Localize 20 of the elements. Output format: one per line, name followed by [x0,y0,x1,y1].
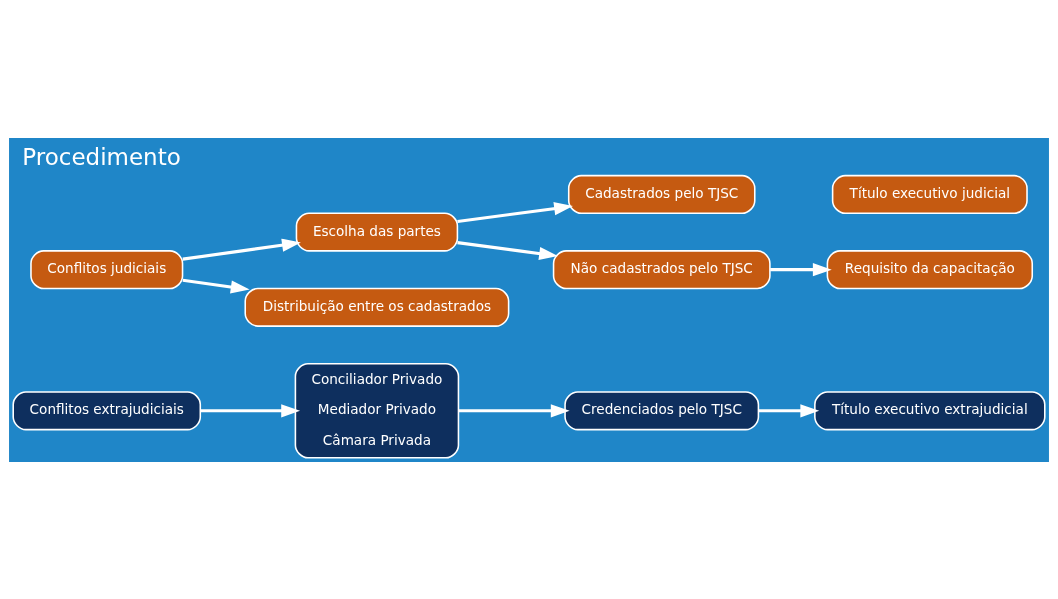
arrow [758,403,820,417]
node-box: Credenciados pelo TJSC [564,390,760,430]
node-box: Requisito da capacitação [826,249,1034,289]
node-box: Título executivo judicial [831,174,1028,214]
arrow [458,403,570,417]
arrow [457,240,558,260]
arrow [182,238,301,261]
arrow [457,201,573,223]
node-box: Título executivo extrajudicial [814,390,1046,430]
node-box: Conflitos extrajudiciais [12,390,202,430]
node-box: Cadastrados pelo TJSC [567,174,756,214]
arrow [200,403,301,417]
node-box: Distribuição entre os cadastrados [244,287,510,327]
arrow [770,262,832,276]
node-box: Não cadastrados pelo TJSC [552,249,771,289]
arrow [182,278,250,293]
node-box: Conflitos judiciais [30,249,184,289]
diagram-title: Procedimento [22,143,181,170]
node-box: Conciliador Privado Mediador Privado Câmara Privada [294,362,460,459]
node-box: Escolha das partes [295,211,459,252]
